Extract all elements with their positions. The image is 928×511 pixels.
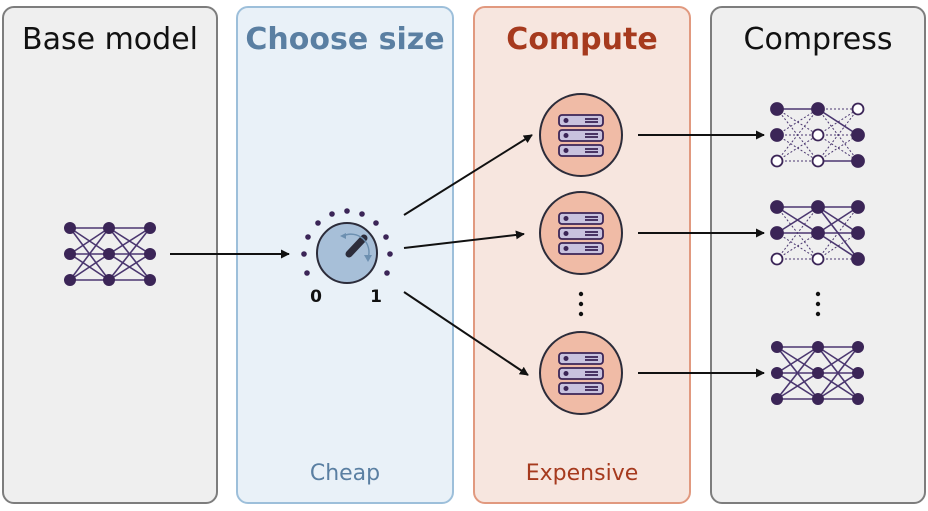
cheap-label: Cheap: [309, 461, 381, 486]
size-knob-icon: 0 1: [301, 208, 393, 307]
compressed-network-icon: [770, 102, 865, 168]
compress-title: Compress: [743, 22, 893, 57]
base-model-title: Base model: [21, 22, 198, 57]
arrow-to-server-3: [403, 291, 529, 376]
choose-size-title: Choose size: [245, 22, 445, 57]
compressed-network-icon: [770, 200, 865, 266]
vertical-ellipsis-icon: [578, 291, 584, 317]
knob-max-label: 1: [370, 287, 382, 307]
full-network-icon: [771, 341, 864, 405]
arrow-to-server-1: [403, 134, 533, 216]
server-icon: [539, 191, 623, 275]
server-icon: [539, 331, 623, 415]
base-neural-network-icon: [64, 222, 156, 286]
expensive-label: Expensive: [525, 461, 639, 486]
arrow-to-server-2: [403, 230, 525, 249]
vertical-ellipsis-icon: [815, 291, 821, 317]
knob-min-label: 0: [310, 287, 322, 307]
server-icon: [539, 93, 623, 177]
compute-title: Compute: [506, 22, 658, 57]
compute-panel: Compute Expensive: [473, 6, 691, 504]
